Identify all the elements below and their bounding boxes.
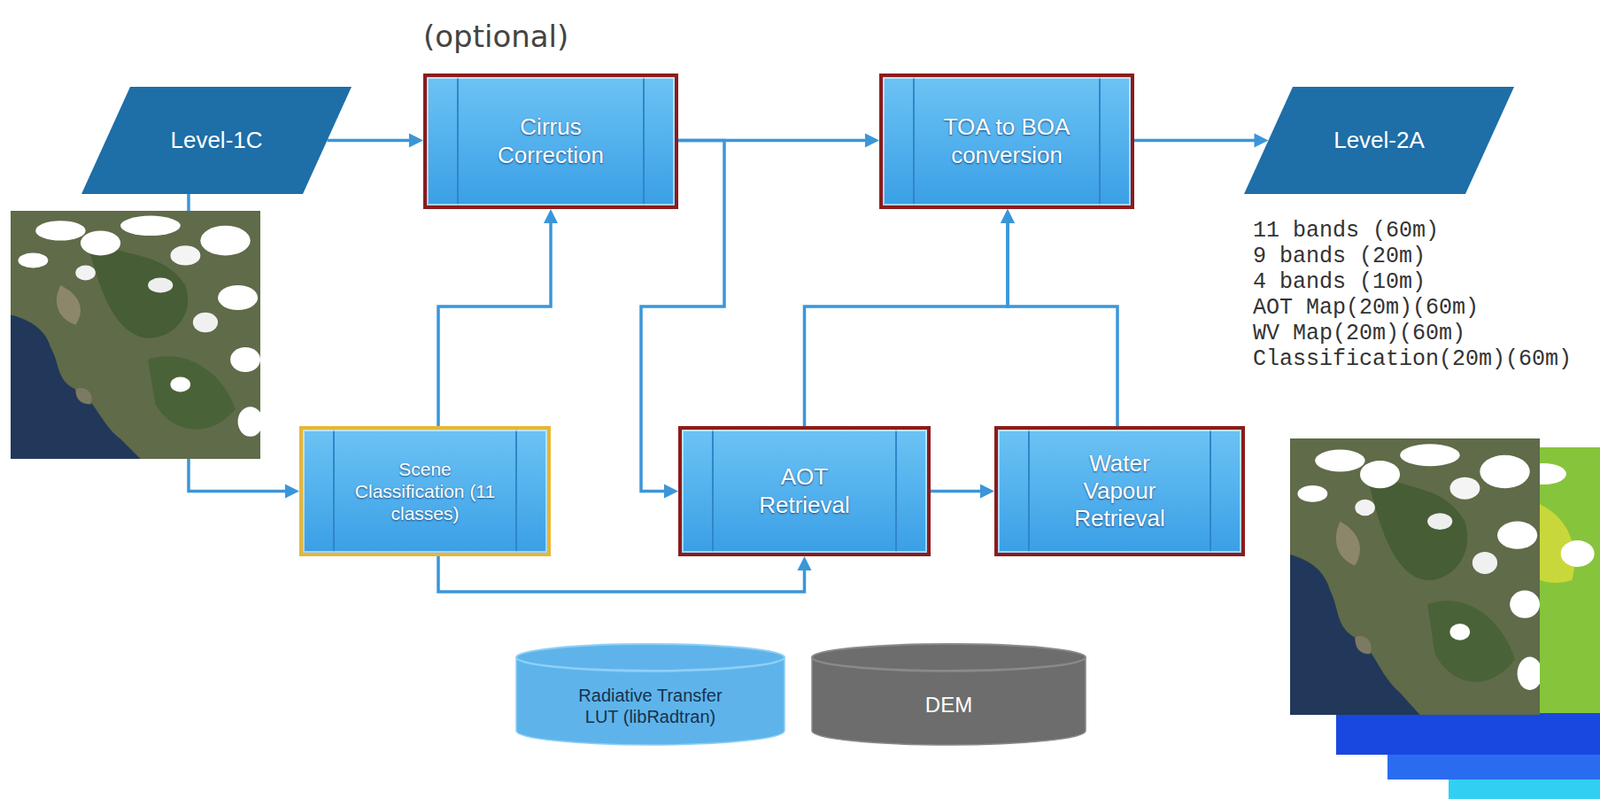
connector-line [438, 556, 805, 592]
flow-arrow [804, 208, 1016, 426]
arrow-head [1000, 208, 1015, 224]
connector-line [1134, 139, 1257, 143]
text-wrap: TOA to BOA conversion [942, 113, 1072, 169]
arrow-head [543, 208, 558, 224]
output-list-item: WV Map(20m)(60m) [1252, 320, 1466, 347]
flow-arrow [438, 208, 558, 426]
text-wrap: Radiative Transfer LUT (libRadtran) [568, 684, 733, 727]
node-label: Radiative Transfer LUT (libRadtran) [568, 684, 733, 727]
connector-line [327, 139, 412, 143]
text-wrap: DEM [925, 692, 973, 719]
text-wrap: Cirrus Correction [484, 113, 618, 169]
node-label: Cirrus Correction [484, 113, 618, 169]
process-box: AOT Retrieval [678, 425, 931, 557]
arrow-head [664, 484, 679, 499]
node-label: AOT Retrieval [738, 463, 872, 518]
connector-line [804, 221, 1009, 426]
output-list-item: Classification(20m)(60m) [1252, 346, 1572, 372]
text-wrap: Scene Classification (11 classes) [348, 457, 502, 526]
text-wrap: Water Vapour Retrieval [1053, 449, 1187, 534]
connector-line [1007, 221, 1118, 426]
annotation-text: (optional) [423, 18, 569, 55]
data-parallelogram: Level-2A [1244, 86, 1515, 194]
connector-line [930, 489, 982, 494]
output-list-item: 11 bands (60m) [1252, 217, 1439, 244]
node-label: TOA to BOA conversion [942, 113, 1072, 169]
process-box: Cirrus Correction(optional) [423, 73, 679, 209]
arrow-head [409, 133, 424, 148]
arrow-head [1000, 208, 1015, 224]
process-box: TOA to BOA conversion [879, 73, 1135, 209]
arrow-head [797, 556, 812, 571]
flow-arrow [438, 556, 812, 592]
flow-arrow [327, 133, 425, 148]
classification-box: Scene Classification (11 classes) [299, 425, 551, 557]
output-list-item: AOT Map(20m)(60m) [1252, 294, 1479, 321]
data-parallelogram: Level-1C [81, 86, 352, 194]
node-label: Level-1C [170, 126, 263, 155]
connector-line [438, 221, 551, 426]
arrow-head [865, 133, 880, 148]
output-list-item: 4 bands (10m) [1252, 269, 1426, 295]
arrow-head [980, 484, 995, 499]
text-wrap: AOT Retrieval [738, 463, 872, 518]
database-cylinder: Radiative Transfer LUT (libRadtran) [515, 642, 786, 745]
process-box: Water Vapour Retrieval [994, 425, 1245, 557]
flow-arrow [1000, 208, 1118, 426]
node-label: Water Vapour Retrieval [1053, 449, 1187, 534]
flow-arrow [1134, 133, 1269, 148]
node-label: Level-2A [1333, 126, 1425, 155]
node-label: Scene Classification (11 classes) [348, 457, 502, 526]
text-wrap: Level-2A [1333, 126, 1425, 155]
arrow-head [285, 484, 300, 499]
output-list-item: 9 bands (20m) [1252, 243, 1426, 270]
database-cylinder: DEM [811, 642, 1087, 745]
text-wrap: Level-1C [170, 126, 263, 155]
flow-arrow [930, 484, 995, 499]
node-label: DEM [925, 692, 973, 719]
